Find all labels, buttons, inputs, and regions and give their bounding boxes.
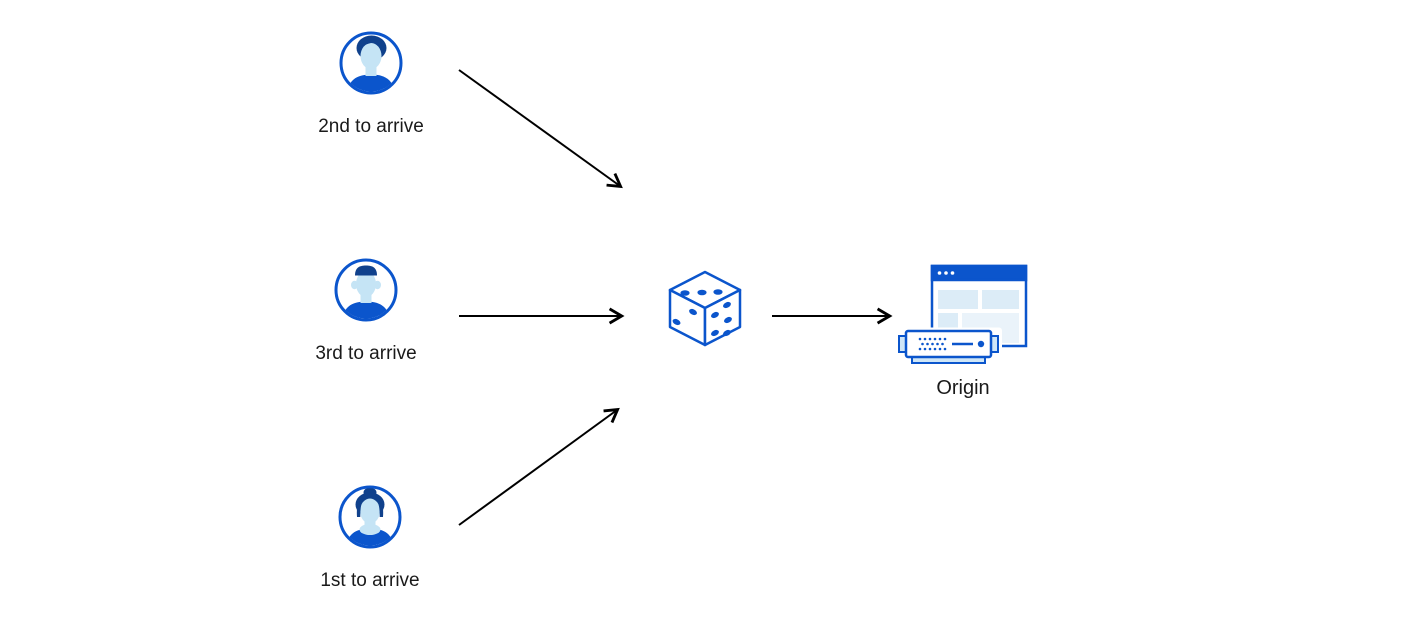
dice-icon xyxy=(668,270,742,347)
origin-node: Origin xyxy=(890,258,1036,399)
origin-label: Origin xyxy=(936,377,990,399)
server-vent-dots xyxy=(918,337,947,351)
server-icon xyxy=(895,327,1002,366)
visitor-label-3rd: 3rd to arrive xyxy=(315,343,417,364)
visitor-label-2nd: 2nd to arrive xyxy=(318,116,424,137)
visitor-node-2nd: 2nd to arrive xyxy=(291,31,451,138)
arrow-visitor-1st-to-dice xyxy=(458,407,620,526)
man-swept-hair-avatar-icon xyxy=(339,31,403,95)
dice-pips xyxy=(672,289,732,337)
dice-node xyxy=(665,268,745,350)
visitor-node-1st: 1st to arrive xyxy=(290,485,450,592)
man-flat-top-avatar-icon xyxy=(334,258,398,322)
woman-bun-avatar-icon xyxy=(338,485,402,549)
server-led xyxy=(977,340,985,348)
origin-server-browser-icon xyxy=(895,264,1028,366)
arrow-visitor-2nd-to-dice xyxy=(458,69,623,189)
visitor-node-3rd: 3rd to arrive xyxy=(286,258,446,365)
visitor-label-1st: 1st to arrive xyxy=(320,570,420,591)
